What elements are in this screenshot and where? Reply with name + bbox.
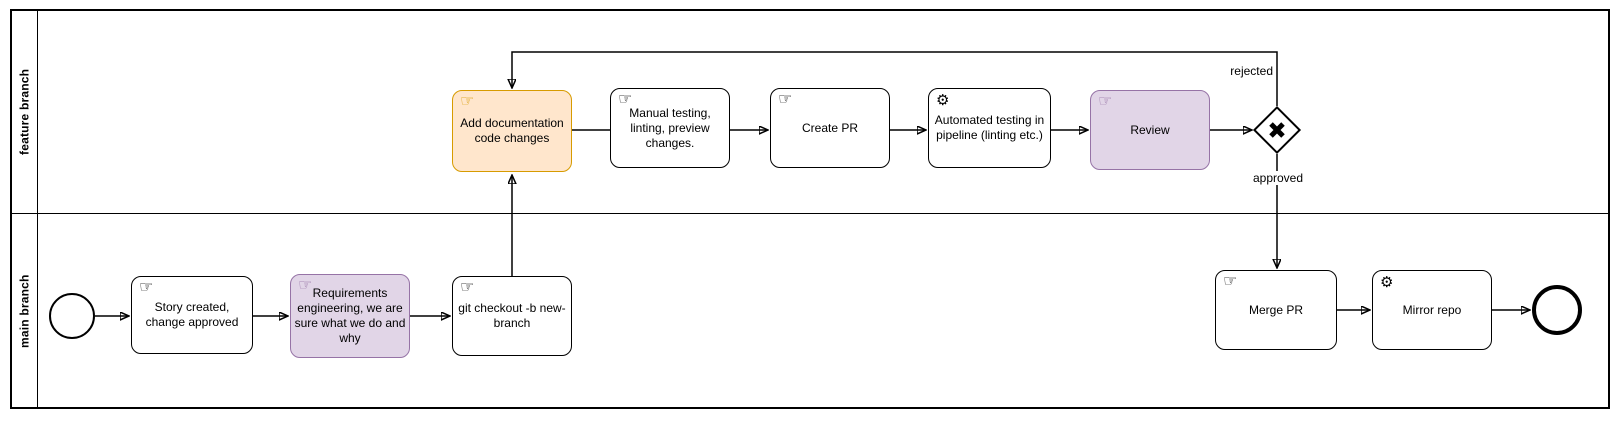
manual-task-hand-icon: ☞ [778,89,793,108]
task-manual-testing[interactable]: ☞ Manual testing, linting, preview chang… [610,88,730,168]
manual-task-hand-icon: ☞ [460,277,475,296]
task-label: git checkout -b new-branch [458,301,566,330]
task-label: Merge PR [1248,302,1304,317]
manual-task-hand-icon: ☞ [1098,91,1113,110]
lane-divider [12,213,1608,214]
end-event[interactable] [1532,285,1582,335]
task-mirror-repo[interactable]: ⚙ Mirror repo [1372,270,1492,350]
task-requirements-engineering[interactable]: ☞ Requirements engineering, we are sure … [290,274,410,358]
task-add-documentation[interactable]: ☞ Add documentation code changes [452,90,572,172]
task-git-checkout[interactable]: ☞ git checkout -b new-branch [452,276,572,356]
manual-task-hand-icon: ☞ [1223,271,1238,290]
task-review[interactable]: ☞ Review [1090,90,1210,170]
lane-label-strip-divider [37,11,38,407]
task-create-pr[interactable]: ☞ Create PR [770,88,890,168]
service-task-gear-icon: ⚙ [936,91,950,109]
manual-task-hand-icon: ☞ [139,277,154,296]
task-label: Automated testing in pipeline (linting e… [934,113,1045,142]
lane-label-main-branch: main branch [17,274,32,348]
lane-label-feature-branch: feature branch [17,68,32,156]
task-label: Create PR [801,120,859,135]
task-label: Requirements engineering, we are sure wh… [294,286,406,345]
start-event[interactable] [49,293,95,339]
task-label: Review [1130,122,1170,137]
task-label: Manual testing, linting, preview changes… [629,105,711,150]
task-story-created[interactable]: ☞ Story created, change approved [131,276,253,354]
task-label: Story created, change approved [145,300,239,329]
edge-label-rejected: rejected [1192,64,1274,78]
edge-label-approved: approved [1237,171,1319,185]
task-label: Mirror repo [1402,302,1462,317]
task-automated-testing[interactable]: ⚙ Automated testing in pipeline (linting… [928,88,1051,168]
manual-task-hand-icon: ☞ [460,91,475,110]
service-task-gear-icon: ⚙ [1380,273,1394,291]
task-label: Add documentation code changes [460,116,564,145]
task-merge-pr[interactable]: ☞ Merge PR [1215,270,1337,350]
